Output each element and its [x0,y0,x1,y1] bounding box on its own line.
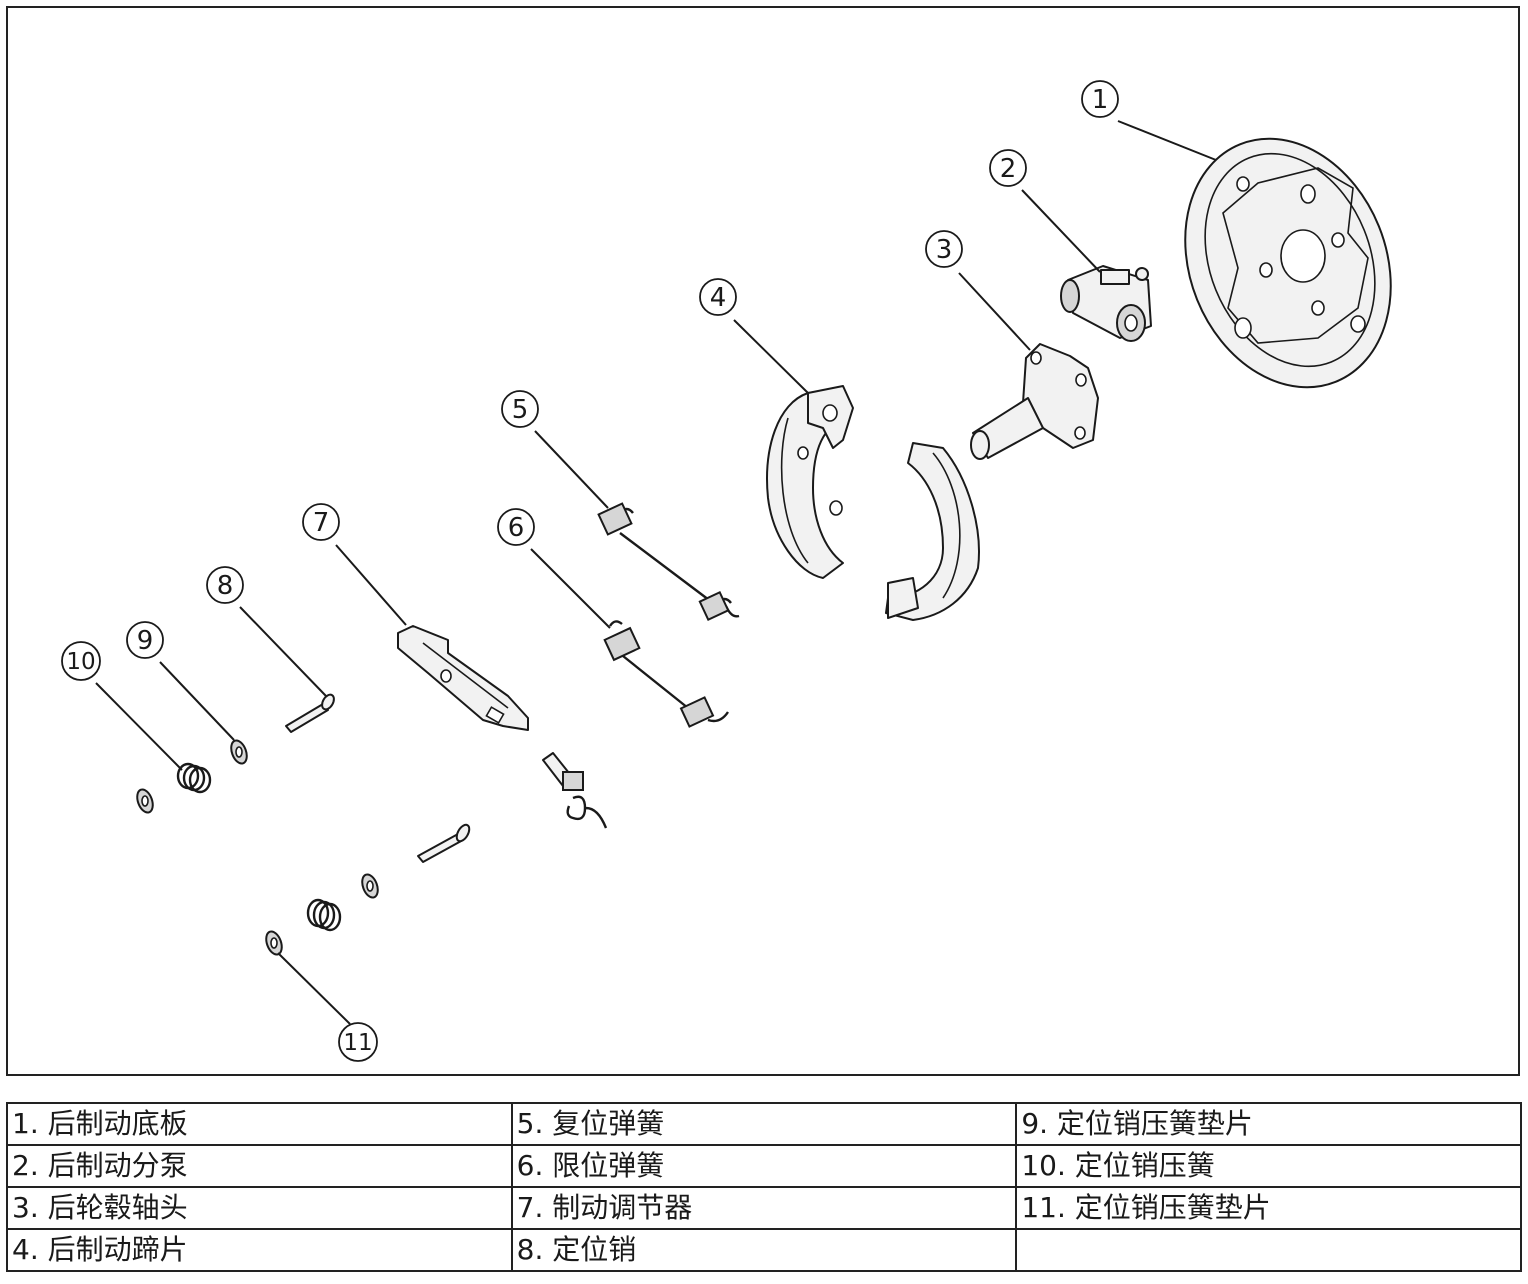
callout-4: 4 [699,278,737,316]
hub-spindle [970,343,1099,460]
svg-text:7: 7 [313,508,330,538]
legend-cell: 11. 定位销压簧垫片 [1015,1186,1522,1230]
wheel-cylinder [1060,265,1152,342]
pin-spring-lower [306,898,342,932]
locating-pin [285,693,335,733]
svg-text:3: 3 [936,235,953,265]
exploded-diagram: 1 2 3 4 5 6 7 8 9 10 11 [6,6,1520,1076]
svg-text:6: 6 [508,513,525,543]
pin-spring-washer-lower [265,930,283,956]
svg-text:2: 2 [1000,154,1017,184]
svg-text:10: 10 [66,649,95,675]
svg-text:11: 11 [343,1030,372,1056]
locating-pin-lower [417,823,471,863]
callout-1: 1 [1081,80,1119,118]
legend-cell [1015,1228,1522,1272]
pin-spring-washer-left [136,788,154,814]
svg-text:4: 4 [710,283,727,313]
legend-cell: 8. 定位销 [510,1228,1018,1272]
svg-text:9: 9 [137,626,154,656]
pin-spring-washer-lower-right [361,873,379,899]
callout-2: 2 [989,149,1027,187]
diagram-drawing: 1 2 3 4 5 6 7 8 9 10 11 [61,80,1392,1062]
callout-7: 7 [302,503,340,541]
callout-3: 3 [925,230,963,268]
callout-11: 11 [338,1022,378,1062]
pin-spring [176,762,212,794]
legend-row: 1. 后制动底板 5. 复位弹簧 9. 定位销压簧垫片 [6,1102,1522,1146]
svg-text:5: 5 [512,395,529,425]
parts-legend-table: 1. 后制动底板 5. 复位弹簧 9. 定位销压簧垫片 2. 后制动分泵 6. … [6,1102,1522,1272]
brake-adjuster [397,625,529,731]
callout-5: 5 [501,390,539,428]
svg-text:1: 1 [1092,85,1109,115]
pin-spring-washer [230,739,248,765]
legend-row: 4. 后制动蹄片 8. 定位销 [6,1228,1522,1272]
svg-text:8: 8 [217,571,234,601]
legend-row: 2. 后制动分泵 6. 限位弹簧 10. 定位销压簧 [6,1144,1522,1188]
legend-cell: 1. 后制动底板 [6,1102,513,1146]
callout-8: 8 [206,566,244,604]
callout-6: 6 [497,508,535,546]
brake-backing-plate [1184,137,1392,389]
legend-cell: 3. 后轮毂轴头 [6,1186,513,1230]
adjuster-pin-assembly [542,752,608,829]
callout-9: 9 [126,621,164,659]
legend-cell: 7. 制动调节器 [510,1186,1018,1230]
brake-shoe-front [885,442,980,621]
legend-cell: 6. 限位弹簧 [510,1144,1018,1188]
return-spring [597,502,740,622]
callout-10: 10 [61,641,101,681]
legend-cell: 2. 后制动分泵 [6,1144,513,1188]
legend-cell: 5. 复位弹簧 [510,1102,1018,1146]
legend-row: 3. 后轮毂轴头 7. 制动调节器 11. 定位销压簧垫片 [6,1186,1522,1230]
leader-lines [95,120,1217,1025]
brake-shoe-rear [766,385,854,579]
legend-cell: 10. 定位销压簧 [1015,1144,1522,1188]
legend-cell: 9. 定位销压簧垫片 [1015,1102,1522,1146]
legend-cell: 4. 后制动蹄片 [6,1228,513,1272]
limit-spring [603,620,729,728]
